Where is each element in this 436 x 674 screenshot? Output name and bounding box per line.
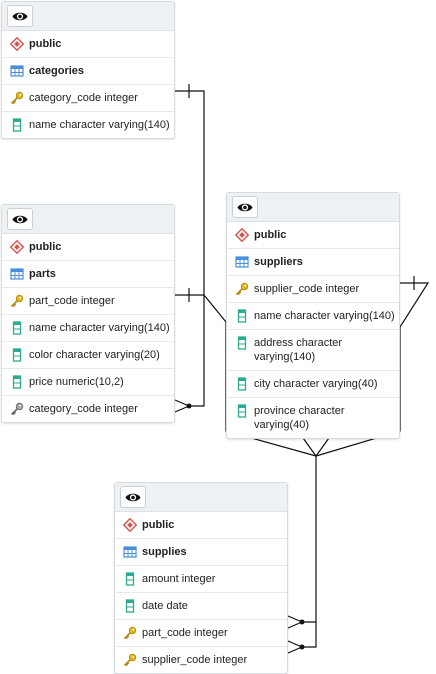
key-icon [123, 653, 137, 667]
column-icon [123, 599, 137, 613]
column-row[interactable]: color character varying(20) [2, 342, 174, 369]
schema-row[interactable]: public [227, 222, 399, 249]
column-icon [10, 348, 24, 362]
table-icon [123, 545, 137, 559]
schema-row[interactable]: public [115, 512, 287, 539]
column-row-label: supplier_code integer [254, 283, 360, 295]
key-icon [10, 294, 24, 308]
column-row[interactable]: name character varying(140) [227, 303, 399, 330]
column-icon [123, 572, 137, 586]
key-icon [123, 626, 137, 640]
crowfoot-parts-category-b [174, 405, 190, 413]
link-supplies-supplier [302, 622, 317, 648]
column-icon [10, 321, 24, 335]
schema-icon [9, 239, 25, 255]
table-name-row[interactable]: categories [2, 58, 174, 85]
crowfoot-supplies-supplier-a [287, 640, 303, 648]
column-row[interactable]: province character varying(40) [227, 398, 399, 438]
column-row-label: name character varying(140) [29, 322, 170, 334]
column-row[interactable]: city character varying(40) [227, 371, 399, 398]
schema-row-label: public [29, 241, 62, 253]
table-parts[interactable]: public parts part_code integer name charact… [1, 204, 175, 423]
column-row-label: price numeric(10,2) [29, 376, 124, 388]
table-name-row-label: categories [29, 65, 85, 77]
column-row-label: amount integer [142, 573, 216, 585]
column-row[interactable]: address character varying(140) [227, 330, 399, 371]
schema-row[interactable]: public [2, 31, 174, 58]
view-toggle-button[interactable] [7, 208, 33, 230]
schema-row-label: public [29, 38, 62, 50]
column-row-label: part_code integer [142, 627, 228, 639]
column-icon [235, 404, 249, 418]
column-row-label: category_code integer [29, 92, 138, 104]
column-row[interactable]: date date [115, 593, 287, 620]
column-row-label: color character varying(20) [29, 349, 160, 361]
table-supplies[interactable]: public supplies amount integer date date par… [114, 482, 288, 674]
table-name-row[interactable]: parts [2, 261, 174, 288]
column-row-label: part_code integer [29, 295, 115, 307]
table-icon [235, 255, 249, 269]
schema-row-label: public [142, 519, 175, 531]
schema-icon [122, 517, 138, 533]
column-row[interactable]: category_code integer [2, 85, 174, 112]
table-name-row-label: supplies [142, 546, 187, 558]
schema-icon [9, 36, 25, 52]
crowfoot-parts-category-a [174, 399, 190, 407]
column-icon [10, 118, 24, 132]
dot-supplies-supplier [299, 644, 305, 650]
column-row-label: category_code integer [29, 403, 138, 415]
dot-supplies-part [299, 619, 305, 625]
schema-row[interactable]: public [2, 234, 174, 261]
column-row[interactable]: supplier_code integer [115, 647, 287, 673]
table-name-row-label: suppliers [254, 256, 303, 268]
column-row[interactable]: name character varying(140) [2, 315, 174, 342]
column-row-label: address character varying(140) [254, 337, 343, 363]
key-icon [10, 91, 24, 105]
link-categories-parts [175, 90, 205, 407]
key-icon [235, 282, 249, 296]
table-header [2, 205, 174, 234]
column-row-label: province character varying(40) [254, 405, 345, 431]
column-row[interactable]: part_code integer [2, 288, 174, 315]
foreign-key-icon [10, 402, 24, 416]
column-row-label: name character varying(140) [29, 119, 170, 131]
column-row-label: date date [142, 600, 188, 612]
crowfoot-supplies-part-a [287, 615, 303, 623]
crowfoot-supplies-supplier-b [287, 646, 303, 654]
table-suppliers[interactable]: public suppliers supplier_code integer name… [226, 192, 400, 439]
table-header [227, 193, 399, 222]
view-toggle-button[interactable] [7, 5, 33, 27]
table-categories[interactable]: public categories category_code integer nam… [1, 1, 175, 139]
column-row[interactable]: supplier_code integer [227, 276, 399, 303]
view-toggle-button[interactable] [120, 486, 146, 508]
table-icon [10, 267, 24, 281]
link-suppliers-supplies [315, 282, 430, 457]
column-row[interactable]: category_code integer [2, 396, 174, 422]
table-name-row[interactable]: supplies [115, 539, 287, 566]
table-header [2, 2, 174, 31]
column-row-label: name character varying(140) [254, 310, 395, 322]
column-icon [10, 375, 24, 389]
schema-icon [234, 227, 250, 243]
crowfoot-supplies-part-b [287, 621, 303, 629]
dot-parts-category [186, 403, 192, 409]
column-row[interactable]: part_code integer [115, 620, 287, 647]
column-row[interactable]: name character varying(140) [2, 112, 174, 138]
table-name-row[interactable]: suppliers [227, 249, 399, 276]
column-row[interactable]: price numeric(10,2) [2, 369, 174, 396]
table-icon [10, 64, 24, 78]
column-icon [235, 336, 249, 350]
column-row[interactable]: amount integer [115, 566, 287, 593]
view-toggle-button[interactable] [232, 196, 258, 218]
table-header [115, 483, 287, 512]
column-row-label: supplier_code integer [142, 654, 248, 666]
table-name-row-label: parts [29, 268, 56, 280]
column-icon [235, 377, 249, 391]
schema-row-label: public [254, 229, 287, 241]
column-row-label: city character varying(40) [254, 378, 378, 390]
column-icon [235, 309, 249, 323]
